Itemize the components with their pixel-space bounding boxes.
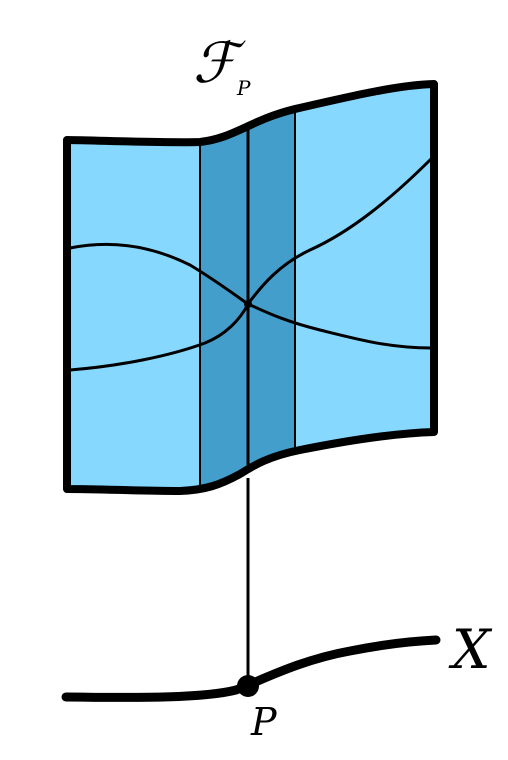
stalk-sheet-outline: [63, 80, 438, 495]
space-label-x: X: [448, 618, 493, 681]
base-curve-x: [61, 635, 441, 702]
sheaf-subscript-label: P: [236, 76, 251, 100]
germ-point: [244, 300, 252, 308]
point-label-p: P: [250, 700, 278, 744]
point-p-dot: [237, 675, 259, 697]
